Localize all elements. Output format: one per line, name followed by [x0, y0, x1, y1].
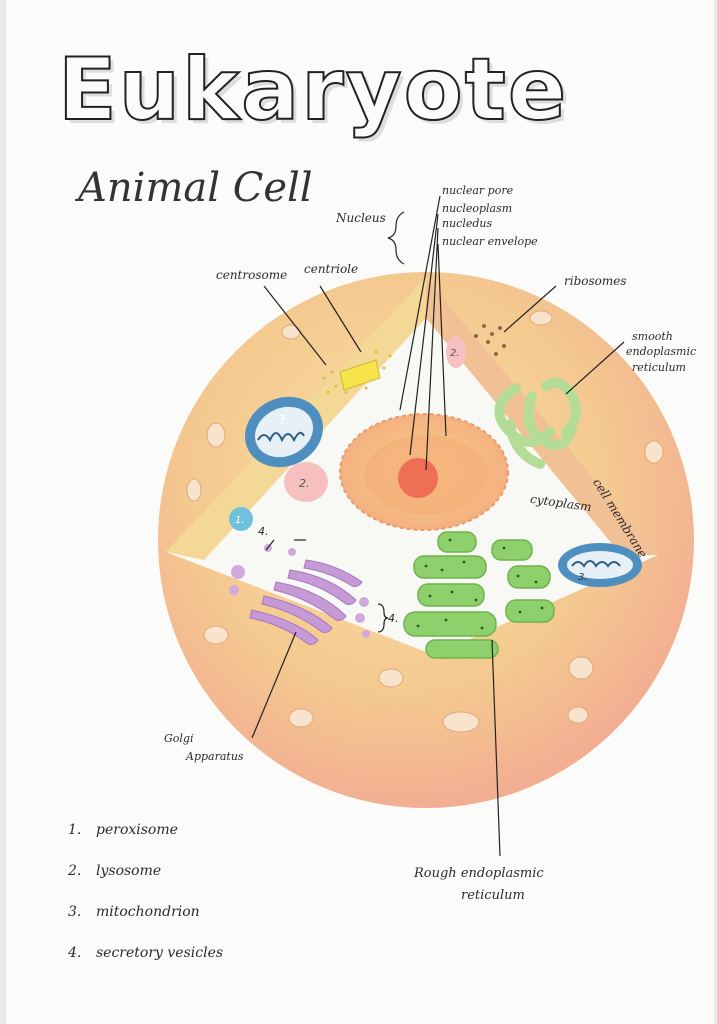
leader-lines — [251, 195, 625, 857]
marker-vesicles-side: 4. — [388, 612, 399, 625]
peroxisome — [229, 507, 253, 531]
cell-diagram: 3. 2. 2. 1. 3. 4. 4. — [158, 195, 694, 857]
label-golgi-1: Golgi — [164, 732, 194, 745]
label-ribosomes: ribosomes — [564, 274, 627, 288]
label-smooth-er-3: reticulum — [632, 361, 686, 374]
cut-edge-right — [426, 278, 658, 556]
legend-item: 2. lysosome — [68, 863, 223, 904]
legend-text: mitochondrion — [96, 904, 200, 920]
marker-peroxisome: 1. — [235, 515, 245, 526]
legend-number: 4. — [68, 945, 82, 961]
label-nuclear-pore: nuclear pore — [442, 184, 514, 197]
marker-lysosome-2: 2. — [450, 348, 460, 359]
page-subtitle: Animal Cell — [78, 165, 313, 211]
marker-mitochondrion-right: 3. — [578, 572, 588, 583]
label-nucleoplasm: nucleoplasm — [442, 202, 513, 215]
paper-sheet: Eukaryote Animal Cell — [6, 0, 714, 1024]
legend-number: 2. — [68, 863, 82, 879]
label-centrosome: centrosome — [216, 268, 288, 282]
legend-item: 4. secretory vesicles — [68, 945, 223, 986]
membrane-pores — [186, 310, 664, 733]
label-golgi-2: Apparatus — [186, 750, 244, 763]
label-smooth-er-1: smooth — [632, 330, 673, 343]
lysosome-1 — [284, 462, 328, 502]
label-nucleolus: nucledus — [442, 217, 493, 230]
centrosome — [322, 350, 392, 394]
smooth-er — [494, 377, 581, 469]
rough-er-ribosomes — [416, 538, 544, 630]
legend-text: peroxisome — [96, 822, 178, 838]
label-nuclear-envelope: nuclear envelope — [442, 235, 538, 248]
mitochondrion-left — [245, 396, 323, 468]
legend-number: 1. — [68, 822, 82, 838]
page-title: Eukaryote — [57, 39, 569, 141]
mitochondrion-right — [558, 543, 642, 587]
secretory-vesicles — [229, 544, 370, 638]
rough-er — [403, 531, 555, 659]
label-rough-er-1: Rough endoplasmic — [414, 866, 544, 881]
marker-mitochondrion-left: 3. — [278, 413, 289, 427]
label-smooth-er-2: endoplasmic — [626, 345, 697, 358]
legend-list: 1.peroxisome 2.lysosome 3.mitochondrion … — [68, 822, 223, 986]
legend-text: secretory vesicles — [96, 945, 224, 961]
lysosome-2 — [446, 336, 466, 368]
marker-vesicles-top: 4. — [258, 525, 269, 538]
legend-item: 3. mitochondrion — [68, 904, 223, 945]
legend-text: lysosome — [96, 863, 162, 879]
centriole — [339, 359, 381, 391]
nucleolus — [398, 458, 438, 498]
label-rough-er-2: reticulum — [461, 888, 525, 903]
label-centriole: centriole — [304, 262, 359, 276]
label-nucleus: Nucleus — [336, 211, 386, 225]
ribosomes — [474, 324, 506, 356]
marker-lysosome-1: 2. — [299, 477, 310, 490]
golgi-apparatus — [249, 559, 363, 645]
legend-number: 3. — [68, 904, 82, 920]
legend-item: 1. peroxisome — [68, 822, 223, 863]
